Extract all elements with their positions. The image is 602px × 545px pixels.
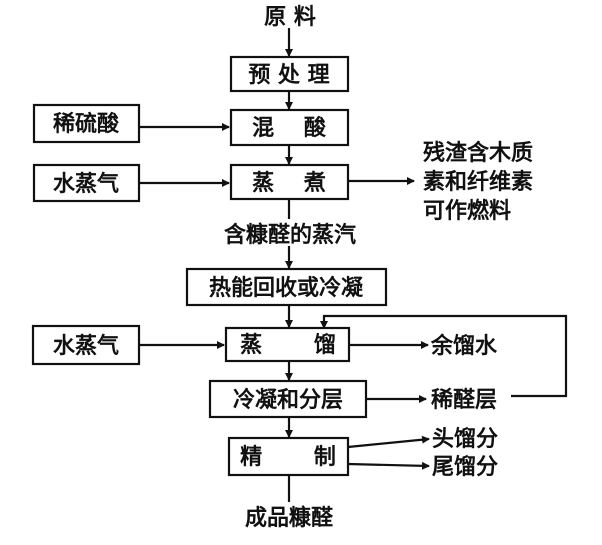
residual-water-label: 余馏水 — [430, 333, 498, 359]
connector-lines — [139, 28, 568, 502]
distillation-label: 蒸 馏 — [240, 333, 336, 358]
residue-label-line-2: 素和纤维素 — [423, 169, 533, 195]
residue-label-line-3: 可作燃料 — [423, 198, 511, 224]
final-product-label: 成品糠醛 — [245, 505, 334, 531]
process-box-distillation: 蒸 馏 — [224, 326, 351, 363]
dilute-sulfuric-acid-label: 稀硫酸 — [53, 111, 120, 137]
mixing-acid-label: 混 酸 — [252, 116, 327, 141]
recycle-loop-line — [320, 314, 568, 398]
steam-in-2-label: 水蒸气 — [53, 333, 119, 359]
input-box-steam-cooking: 水蒸气 — [32, 163, 141, 203]
dilute-furfural-layer-label: 稀醛层 — [431, 387, 497, 413]
tail-fraction-label: 尾馏分 — [432, 455, 498, 480]
process-box-steam-cooking: 蒸 煮 — [229, 163, 350, 201]
furfural-vapor-label: 含糠醛的蒸汽 — [224, 222, 356, 248]
process-box-refining: 精 制 — [227, 436, 350, 477]
flow-refining-to-head — [347, 435, 430, 449]
input-box-dilute-sulfuric-acid: 稀硫酸 — [32, 103, 141, 144]
process-box-pretreatment: 预 处 理 — [229, 55, 350, 93]
raw-material-label: 原 料 — [264, 5, 316, 30]
head-fraction-label: 头馏分 — [432, 427, 498, 452]
process-box-heat-recovery: 热能回收或冷凝 — [185, 267, 388, 307]
process-box-condense-layer: 冷凝和分层 — [208, 379, 368, 419]
condense-layer-label: 冷凝和分层 — [233, 387, 343, 413]
process-box-mixing-acid: 混 酸 — [229, 108, 350, 147]
heat-recovery-label: 热能回收或冷凝 — [209, 275, 364, 301]
input-box-steam-distillation: 水蒸气 — [31, 324, 141, 366]
pretreatment-label: 预 处 理 — [248, 62, 329, 88]
flow-refining-to-tail — [347, 461, 430, 470]
residue-label-line-1: 残渣含木质 — [423, 140, 533, 166]
steam-cooking-label: 蒸 煮 — [252, 170, 326, 196]
steam-in-1-label: 水蒸气 — [53, 171, 119, 197]
refining-label: 精 制 — [240, 444, 336, 470]
